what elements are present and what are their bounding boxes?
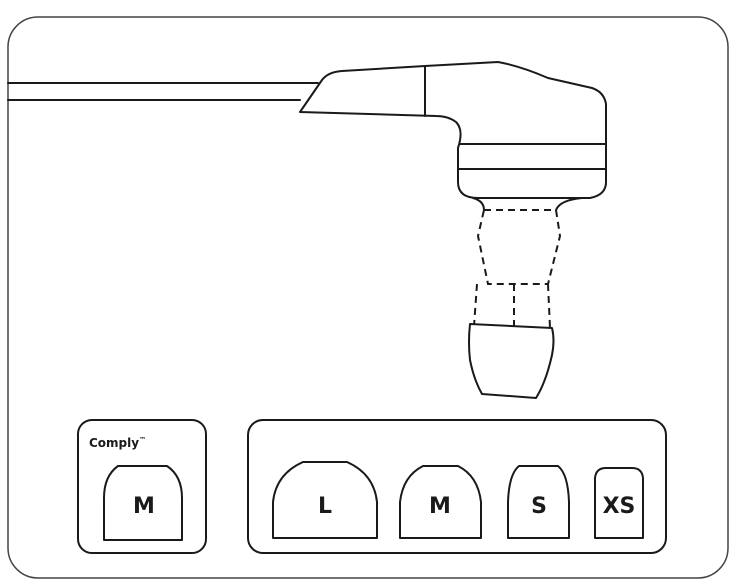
tip-guide-left — [473, 283, 478, 327]
tip-medium-label: M — [429, 494, 451, 519]
nozzle-stem — [472, 197, 485, 211]
tip-large-label: L — [318, 494, 332, 519]
silicone-tips-panel: L M S XS — [247, 419, 667, 554]
nozzle-stem-right — [555, 197, 583, 211]
comply-foam-panel: Comply™ M — [77, 419, 207, 554]
tip-small — [507, 465, 570, 539]
tip-extra-small-label: XS — [603, 494, 636, 519]
comply-foam-tip — [103, 465, 183, 541]
comply-brand-label: Comply™ — [89, 436, 146, 450]
tip-guide-right — [547, 283, 551, 329]
comply-panel-frame — [77, 419, 207, 554]
tip-small-label: S — [531, 494, 547, 519]
tip-large — [272, 461, 378, 539]
tip-medium — [399, 465, 482, 539]
silicone-panel-frame — [247, 419, 667, 554]
comply-tip-label: M — [133, 494, 155, 519]
outer-frame — [7, 16, 729, 579]
earphone-body — [299, 61, 607, 199]
tip-guide-upper — [476, 209, 562, 285]
ear-tip — [468, 323, 555, 399]
tip-extra-small — [594, 467, 644, 539]
earphone-illustration — [7, 61, 607, 399]
